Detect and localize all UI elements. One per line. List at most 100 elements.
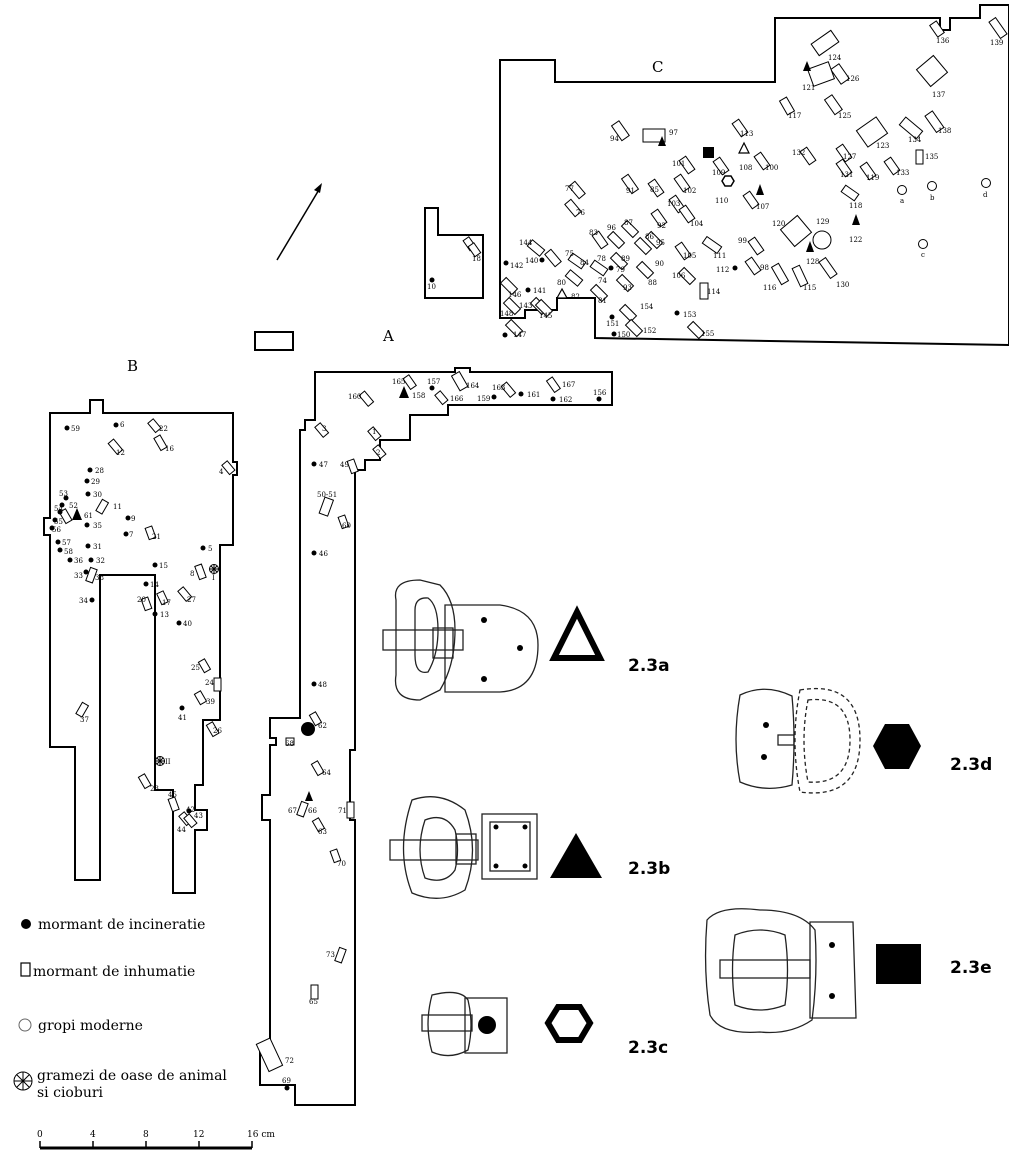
svg-text:109: 109 xyxy=(712,169,725,177)
svg-text:d: d xyxy=(983,191,988,199)
bone-heap-icon xyxy=(13,1071,33,1091)
buckle-drawing-2-3a xyxy=(382,579,539,701)
svg-text:113: 113 xyxy=(740,130,753,138)
svg-text:140: 140 xyxy=(525,257,538,265)
sector-c: C 136 139 124 126 121 137 117 125 134 13… xyxy=(499,4,1009,347)
svg-text:71: 71 xyxy=(338,807,347,815)
svg-text:98: 98 xyxy=(760,264,769,272)
svg-text:27: 27 xyxy=(187,596,196,604)
svg-text:22: 22 xyxy=(159,425,168,433)
sector-b: 59 6 22 12 16 4 28 29 30 53 54 55 56 52 … xyxy=(43,399,238,894)
svg-text:167: 167 xyxy=(562,381,575,389)
svg-text:115: 115 xyxy=(803,284,816,292)
svg-text:7: 7 xyxy=(129,531,133,539)
svg-text:132: 132 xyxy=(792,149,805,157)
svg-text:21: 21 xyxy=(152,533,161,541)
svg-text:12: 12 xyxy=(116,449,125,457)
north-arrow-icon xyxy=(276,183,322,261)
svg-text:146: 146 xyxy=(508,291,522,299)
svg-text:45: 45 xyxy=(168,791,177,799)
svg-text:118: 118 xyxy=(849,202,862,210)
legend-cremation: mormant de incineratie xyxy=(38,917,205,933)
svg-text:144: 144 xyxy=(519,239,533,247)
zone-label-b: B xyxy=(127,357,138,375)
svg-text:91: 91 xyxy=(626,187,635,195)
svg-text:46: 46 xyxy=(319,550,328,558)
svg-text:124: 124 xyxy=(828,54,842,62)
svg-text:c: c xyxy=(921,251,925,259)
svg-text:64: 64 xyxy=(322,769,331,777)
svg-text:97: 97 xyxy=(669,129,678,137)
legend-modern-pits: gropi moderne xyxy=(38,1018,143,1034)
svg-text:81: 81 xyxy=(598,297,607,305)
svg-text:61: 61 xyxy=(84,512,93,520)
svg-text:4: 4 xyxy=(90,1130,96,1140)
sector-a-numbers: 165 157 164 163 167 160 158 166 159 161 … xyxy=(282,378,607,1085)
svg-text:114: 114 xyxy=(707,288,721,296)
svg-text:129: 129 xyxy=(816,218,829,226)
svg-text:33: 33 xyxy=(74,572,83,580)
svg-text:166: 166 xyxy=(450,395,464,403)
type-label-2-3a: 2.3a xyxy=(628,656,670,676)
svg-text:28: 28 xyxy=(95,467,104,475)
svg-text:8: 8 xyxy=(190,570,194,578)
legend-inhumation: mormant de inhumatie xyxy=(33,964,195,980)
svg-text:131: 131 xyxy=(840,171,853,179)
svg-text:13: 13 xyxy=(160,611,169,619)
svg-text:20: 20 xyxy=(137,596,146,604)
svg-text:136: 136 xyxy=(936,37,950,45)
svg-text:112: 112 xyxy=(716,266,729,274)
svg-text:125: 125 xyxy=(838,112,851,120)
svg-text:102: 102 xyxy=(683,187,696,195)
svg-text:24: 24 xyxy=(205,679,214,687)
svg-text:127: 127 xyxy=(843,153,856,161)
svg-text:3: 3 xyxy=(322,425,326,433)
svg-text:68: 68 xyxy=(285,740,294,748)
svg-text:139: 139 xyxy=(990,39,1003,47)
svg-text:138: 138 xyxy=(938,127,951,135)
svg-text:92: 92 xyxy=(657,222,666,230)
svg-text:60: 60 xyxy=(342,522,351,530)
svg-text:153: 153 xyxy=(683,311,696,319)
sector-b-numbers: 59 6 22 12 16 4 28 29 30 53 54 55 56 52 … xyxy=(52,421,224,834)
svg-text:44: 44 xyxy=(177,826,186,834)
svg-text:147: 147 xyxy=(513,331,526,339)
svg-text:53: 53 xyxy=(59,490,68,498)
svg-text:85: 85 xyxy=(650,186,659,194)
modern-pit-icon xyxy=(18,1018,32,1032)
svg-text:30: 30 xyxy=(93,491,102,499)
svg-text:8: 8 xyxy=(143,1130,149,1140)
buckle-drawing-2-3c xyxy=(421,991,508,1057)
svg-text:48: 48 xyxy=(318,681,327,689)
svg-text:16: 16 xyxy=(165,445,174,453)
svg-text:62: 62 xyxy=(318,722,327,730)
svg-text:31: 31 xyxy=(93,543,102,551)
svg-text:77: 77 xyxy=(565,185,574,193)
type-label-2-3b: 2.3b xyxy=(628,859,670,879)
svg-text:5: 5 xyxy=(208,545,212,553)
svg-text:78: 78 xyxy=(597,255,606,263)
legend-bone-heaps-line1: gramezi de oase de animal xyxy=(37,1068,227,1084)
svg-text:25: 25 xyxy=(191,664,200,672)
svg-text:52: 52 xyxy=(69,502,78,510)
svg-text:151: 151 xyxy=(606,320,619,328)
svg-text:34: 34 xyxy=(79,597,88,605)
svg-text:12: 12 xyxy=(193,1130,204,1140)
modern-structure xyxy=(254,331,294,351)
svg-text:15: 15 xyxy=(159,562,168,570)
svg-text:I: I xyxy=(212,574,215,582)
svg-text:23: 23 xyxy=(150,785,159,793)
svg-text:89: 89 xyxy=(621,255,630,263)
svg-text:26: 26 xyxy=(213,727,222,735)
svg-text:66: 66 xyxy=(308,807,317,815)
svg-text:0: 0 xyxy=(37,1130,43,1140)
cremation-icon xyxy=(21,919,31,929)
svg-text:134: 134 xyxy=(908,136,922,144)
zone-label-c: C xyxy=(652,58,663,76)
solid-hexagon-icon xyxy=(873,724,921,769)
svg-text:135: 135 xyxy=(925,153,938,161)
svg-text:110: 110 xyxy=(715,197,728,205)
svg-text:165: 165 xyxy=(392,378,405,386)
svg-text:43: 43 xyxy=(194,812,203,820)
